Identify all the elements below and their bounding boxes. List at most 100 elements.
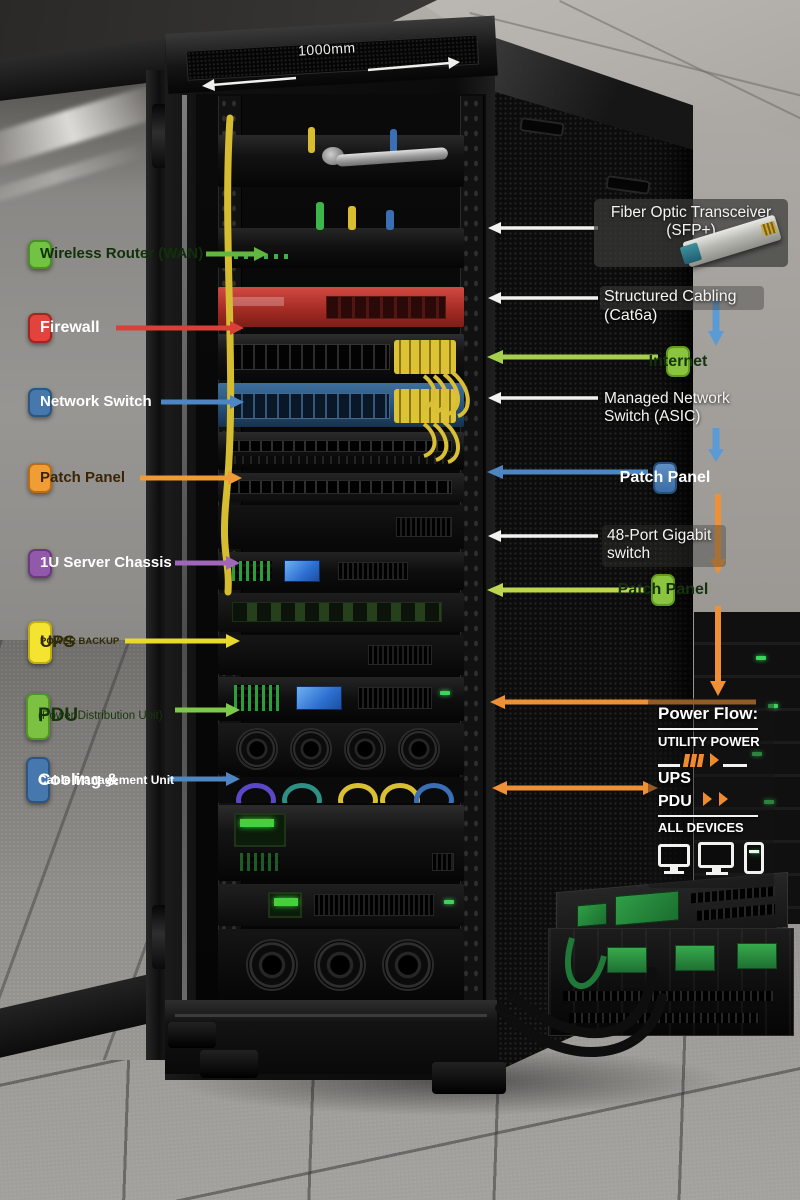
device-slot — [697, 903, 775, 921]
blue-cable — [386, 210, 394, 230]
cable-management-unit — [218, 777, 464, 803]
yellow-cable-loop — [338, 783, 378, 803]
green-port-row — [232, 602, 442, 622]
divider — [658, 728, 758, 730]
label-firewall: Firewall — [28, 313, 100, 343]
label-text: switch — [607, 545, 651, 563]
yellow-cable — [348, 206, 356, 230]
label-patch-panel-left: Patch Panel — [28, 463, 125, 493]
vent-grille — [396, 517, 452, 537]
status-led — [444, 900, 454, 904]
switch-port-block — [230, 344, 390, 370]
status-led — [764, 800, 774, 804]
divider — [658, 815, 758, 817]
label-text: Structured Cabling — [604, 288, 737, 305]
vent-grille — [338, 562, 408, 580]
label-text: (Cat6a) — [604, 306, 658, 324]
rack-base-trim — [175, 1014, 487, 1017]
pdu-label: PDU — [658, 792, 728, 811]
green-pcb — [615, 890, 679, 926]
firewall-unit — [218, 287, 464, 327]
server-lcd — [284, 560, 320, 582]
status-led — [440, 691, 450, 695]
green-module — [675, 945, 715, 971]
blank-panel — [218, 635, 464, 675]
green-pcb — [577, 902, 607, 928]
led-grid — [232, 561, 272, 581]
label-patch-panel-blue: Patch Panel — [620, 462, 710, 494]
ups-green-lcd — [234, 813, 286, 847]
monitor-base — [706, 872, 728, 875]
monitor-stand — [670, 867, 678, 871]
label-cabling-backdrop — [600, 286, 764, 310]
label-text: Firewall — [40, 319, 100, 337]
label-internet: Internet — [649, 346, 707, 377]
label-text: PDU — [658, 793, 692, 810]
label-subtext: Cable Management Unit — [38, 772, 175, 787]
patch-ports-row — [228, 456, 452, 464]
vent-grille — [358, 687, 432, 709]
server-1u-unit — [218, 552, 464, 590]
label-gigabit-switch: 48-Port Gigabit switch — [607, 527, 711, 564]
blue-patch-cable — [390, 129, 397, 153]
tower-device-icon — [744, 842, 764, 874]
monitor-stand — [712, 868, 721, 872]
power-flow-panel: Power Flow: UTILITY POWER UPS PDU ALL DE… — [650, 700, 768, 886]
rack-frame-highlight — [182, 95, 187, 1000]
label-structured-cabling: Structured Cabling (Cat6a) — [604, 288, 737, 326]
rack-width-label: 1000mm — [297, 39, 356, 59]
label-gigabit-backdrop — [602, 525, 726, 567]
rack-foot — [168, 1022, 216, 1048]
firewall-ports — [326, 296, 446, 319]
fan — [382, 939, 434, 991]
label-text: Patch Panel — [40, 468, 126, 486]
wireless-router-unit — [218, 202, 464, 268]
server-green-ports-unit — [218, 593, 464, 632]
fan — [344, 728, 386, 770]
status-led — [756, 656, 766, 660]
utility-power-label: UTILITY POWER — [658, 734, 760, 749]
purple-cable-loop — [236, 783, 276, 803]
fan — [236, 728, 278, 770]
label-text: 48-Port Gigabit — [607, 527, 712, 544]
all-devices-label: ALL DEVICES — [658, 820, 744, 835]
label-text: Patch Panel — [619, 469, 711, 487]
label-text: Cooling & — [38, 769, 119, 789]
label-text: Internet — [648, 352, 708, 370]
door-frame-edge — [146, 70, 168, 1060]
device-slot — [569, 1013, 759, 1023]
switch-port-block — [230, 393, 390, 419]
green-lcd — [268, 892, 302, 918]
yellow-cable-bundle — [394, 389, 456, 423]
cooling-fan-unit — [218, 723, 464, 775]
floor-device-front — [548, 928, 794, 1036]
green-module — [737, 943, 777, 969]
label-wireless-router: Wireless Router (WAN) — [28, 240, 203, 269]
network-switch-unit — [218, 334, 464, 380]
teal-cable-loop — [282, 783, 322, 803]
router-status-leds — [234, 254, 294, 259]
green-cable — [316, 202, 324, 230]
label-managed-switch: Managed Network Switch (ASIC) — [604, 390, 730, 427]
label-ups: UPS POWER BACKUP — [28, 621, 119, 664]
label-text: Switch (ASIC) — [604, 408, 701, 426]
green-module — [607, 947, 647, 973]
patch-panel-unit — [218, 473, 464, 502]
yellow-patch-cable — [308, 127, 315, 153]
label-text: PDU — [38, 705, 79, 727]
label-text: UPS — [40, 632, 75, 652]
monitor-icon — [658, 844, 690, 867]
label-pdu: PDU (Power Distribution Unit) — [26, 693, 163, 740]
firewall-badge — [228, 297, 284, 306]
label-patch-panel-green: Patch Panel — [618, 574, 708, 606]
label-network-switch: Network Switch — [28, 388, 152, 417]
blank-panel — [218, 505, 464, 549]
label-text: Network Switch — [40, 393, 152, 411]
patch-ports-row — [228, 440, 452, 452]
label-text: Fiber Optic Transceiver — [610, 204, 772, 221]
vent-grille — [314, 894, 434, 916]
device-slot — [691, 885, 775, 904]
label-subtext: POWER BACKUP — [40, 636, 120, 648]
managed-switch-unit — [218, 383, 464, 427]
